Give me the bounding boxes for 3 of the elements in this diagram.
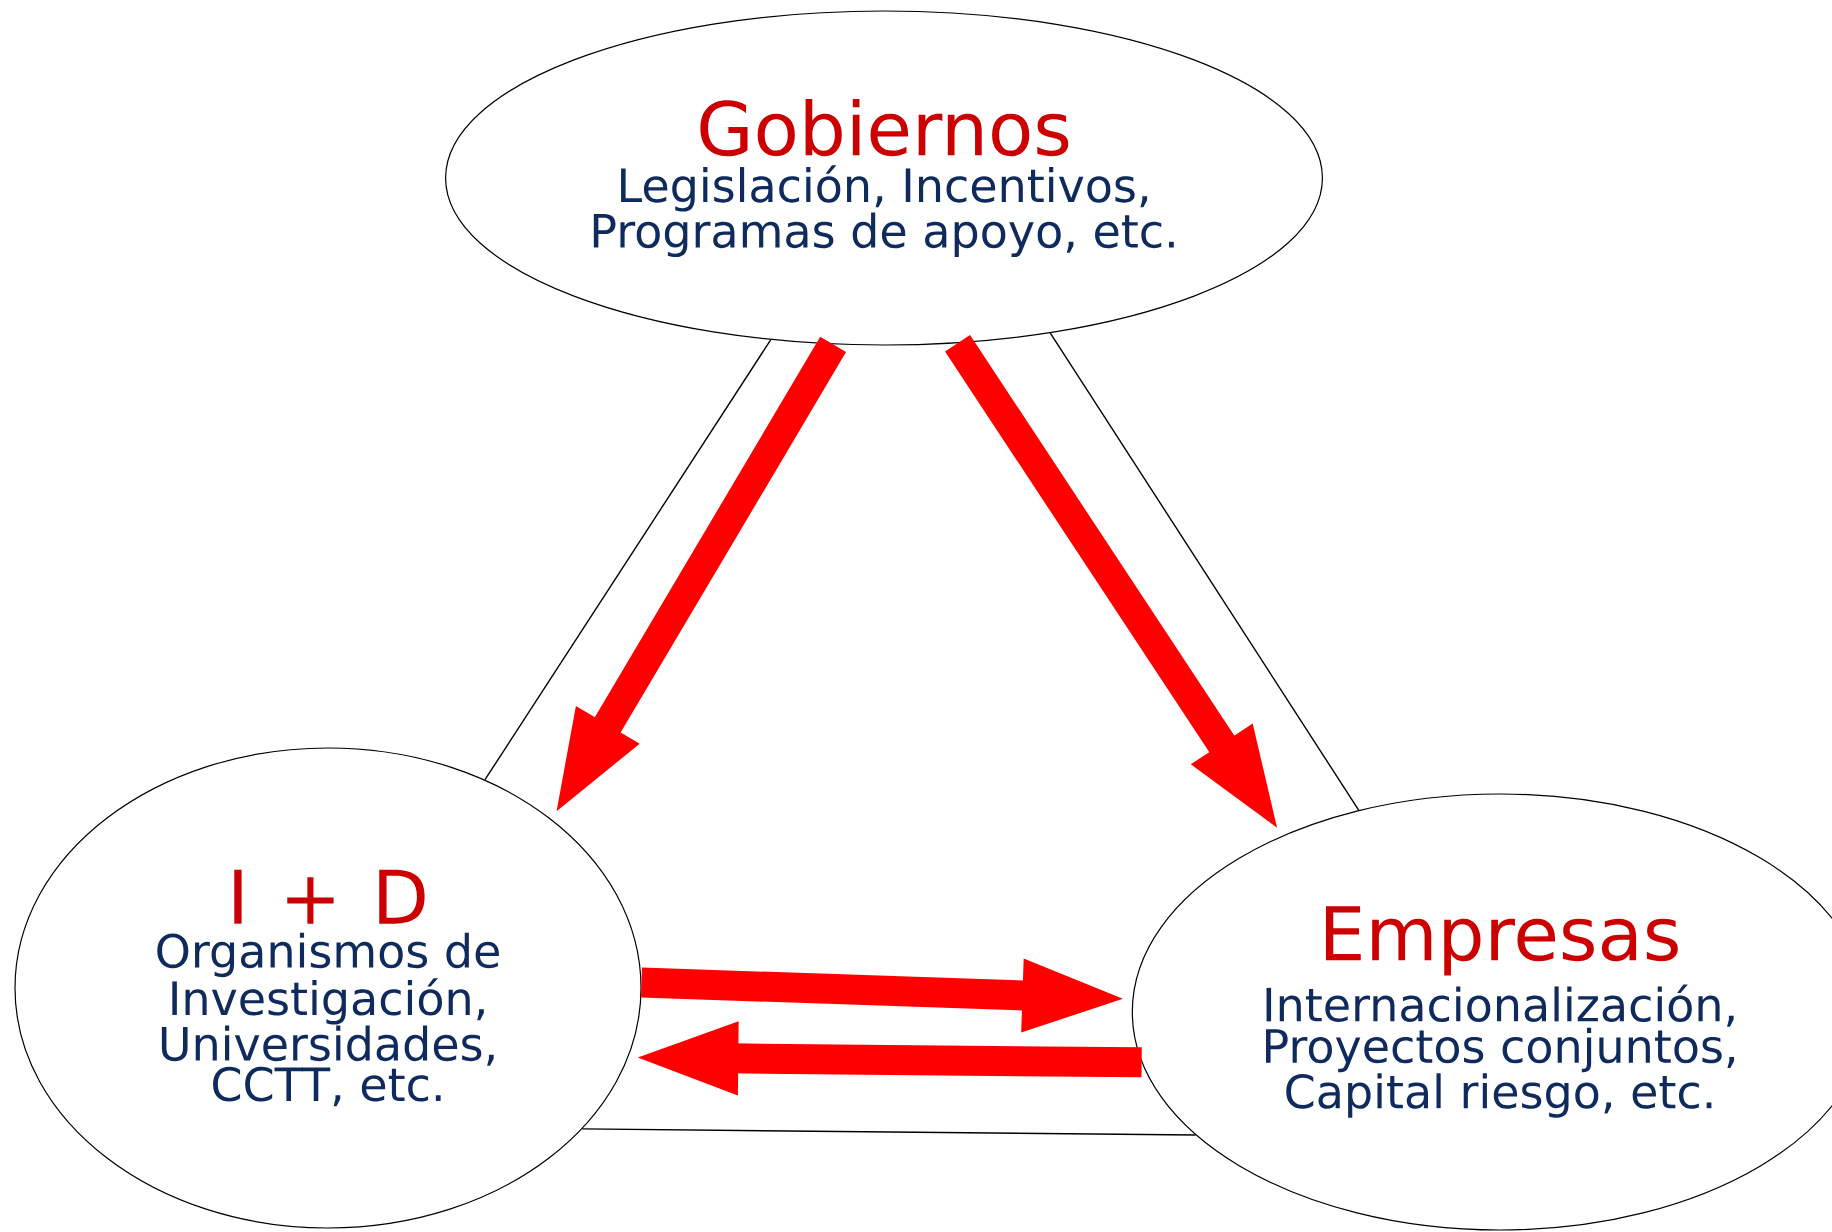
connector-line [1049, 332, 1360, 811]
connector-line [581, 1128, 1197, 1136]
connector-line [484, 339, 772, 781]
